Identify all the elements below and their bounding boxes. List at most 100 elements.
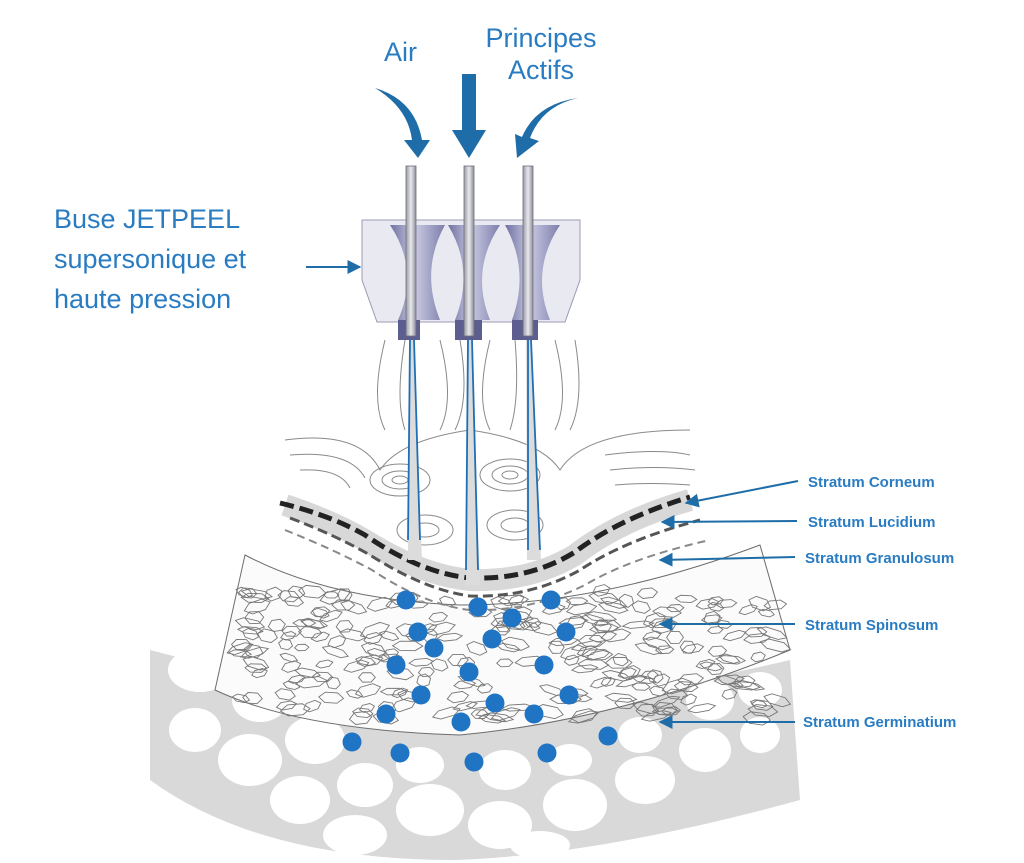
epidermal-cell: [618, 593, 635, 608]
epidermal-cell: [706, 662, 725, 676]
epidermal-cell: [583, 611, 618, 623]
epidermal-cell: [335, 620, 354, 633]
epidermal-cell: [239, 646, 270, 659]
epidermal-cell: [642, 612, 667, 629]
epidermal-cell: [748, 595, 772, 612]
epidermal-cell: [589, 676, 612, 689]
epidermal-cell: [673, 681, 699, 693]
epidermal-cell: [687, 703, 717, 714]
epidermal-cell: [715, 675, 744, 688]
epidermal-cell: [604, 656, 633, 669]
active-ingredients-line2: Actifs: [507, 55, 574, 85]
epidermal-cell: [631, 682, 651, 691]
epidermal-cell: [666, 604, 685, 613]
epidermal-cell: [500, 636, 530, 651]
epidermal-cell: [466, 641, 488, 656]
active-particle: [556, 622, 576, 642]
epidermal-cell: [642, 630, 663, 641]
epidermal-cell: [234, 617, 266, 631]
epidermal-cell: [428, 611, 448, 623]
epidermal-cell: [674, 594, 698, 603]
epidermal-cell: [327, 635, 347, 649]
epidermal-cell: [747, 704, 779, 717]
active-particle: [468, 597, 488, 617]
epidermal-cell: [727, 680, 761, 691]
epidermal-cell: [640, 670, 659, 680]
epidermal-cell: [680, 693, 698, 706]
epidermal-cell: [721, 688, 738, 700]
epidermal-cell: [310, 631, 331, 642]
epidermal-cell: [318, 691, 345, 704]
epidermal-cell: [570, 664, 599, 674]
active-particle: [482, 629, 502, 649]
nozzle-label: Buse JETPEEL supersonique et haute press…: [54, 204, 247, 314]
supersonic-jet-streams: [407, 339, 541, 585]
epidermal-cell: [315, 659, 334, 669]
epidermal-cell: [699, 661, 723, 672]
epidermal-cell: [600, 676, 616, 687]
active-particle: [534, 655, 554, 675]
epidermal-cell: [357, 672, 376, 683]
epidermal-cell: [226, 642, 254, 655]
epidermal-cell: [453, 679, 477, 690]
epidermal-cell: [311, 607, 330, 619]
epidermal-cell: [632, 701, 660, 715]
epidermal-cell: [631, 600, 651, 614]
active-particle: [451, 712, 471, 732]
epidermal-cell: [366, 596, 394, 612]
epidermal-cell: [447, 653, 469, 666]
epidermal-cell: [297, 584, 327, 599]
epidermal-cell: [749, 699, 768, 709]
epidermal-cell: [630, 674, 657, 685]
epidermal-cell: [695, 658, 716, 670]
layer-label-corneum: Stratum Corneum: [808, 474, 935, 491]
epidermal-cell: [240, 592, 270, 603]
epidermal-cell: [287, 674, 306, 684]
epidermal-cell: [619, 665, 641, 680]
epidermal-cell: [642, 636, 672, 651]
epidermal-cell: [446, 690, 470, 704]
epidermal-cell: [636, 587, 659, 599]
epidermal-cell: [243, 598, 271, 615]
epidermal-cell: [733, 680, 766, 691]
epidermal-cell: [664, 688, 689, 701]
epidermal-cell: [612, 652, 629, 667]
air-label: Air: [384, 37, 417, 67]
epidermal-cell: [242, 692, 263, 705]
epidermal-cell: [360, 641, 387, 657]
epidermal-cell: [732, 675, 756, 689]
epidermal-cell: [640, 710, 672, 722]
epidermal-cell: [763, 693, 792, 708]
epidermal-cell: [277, 590, 301, 603]
epidermal-cell: [576, 645, 598, 658]
epidermal-cell: [281, 660, 302, 673]
epidermal-cell: [707, 626, 724, 635]
active-particle: [376, 704, 396, 724]
epidermal-cell: [354, 683, 382, 698]
active-ingredient-particles: [342, 590, 618, 772]
epidermal-cell: [242, 628, 260, 641]
active-particle: [459, 662, 479, 682]
active-particle: [424, 638, 444, 658]
epidermal-cell: [300, 617, 326, 630]
epidermal-cell: [274, 688, 296, 701]
epidermal-cell: [647, 669, 664, 684]
epidermal-cell: [281, 625, 302, 637]
epidermal-cell: [600, 628, 632, 643]
epidermal-cell: [359, 621, 390, 640]
active-particle: [464, 752, 484, 772]
epidermal-cell: [621, 620, 655, 629]
epidermal-cell: [756, 626, 788, 640]
epidermal-cell: [345, 689, 364, 699]
epidermal-cell: [257, 628, 278, 644]
epidermal-cell: [363, 632, 383, 645]
active-particle: [411, 685, 431, 705]
epidermal-cell: [722, 629, 747, 642]
active-particle: [502, 608, 522, 628]
epidermal-cell: [577, 635, 607, 647]
epidermal-cell: [759, 638, 792, 653]
epidermal-cell: [548, 636, 580, 647]
epidermal-cell: [310, 606, 331, 618]
